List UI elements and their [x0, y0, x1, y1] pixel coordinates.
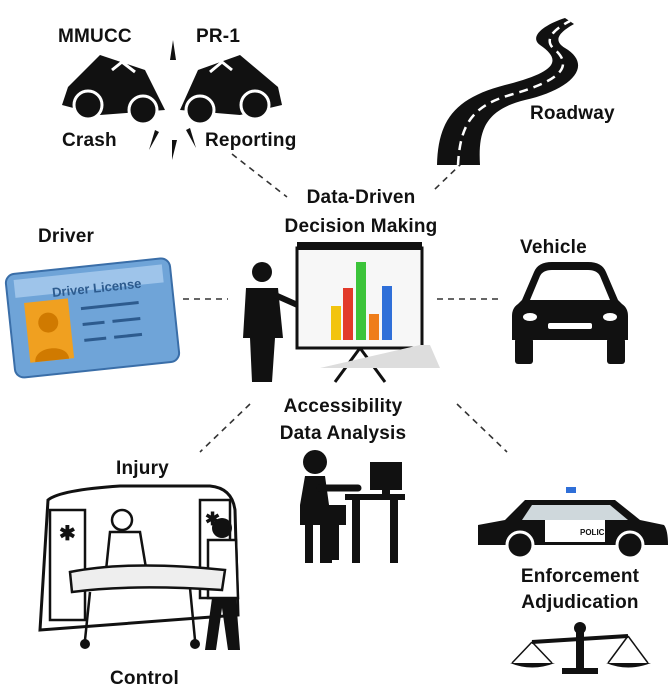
- mmucc-label: MMUCC: [58, 26, 132, 47]
- crash-label: Crash: [62, 130, 117, 151]
- driver-license-icon: Driver License: [4, 257, 181, 379]
- svg-text:✱: ✱: [59, 523, 76, 545]
- pr1-label: PR-1: [196, 26, 241, 47]
- presenter-chart-icon: [243, 242, 440, 383]
- road-icon: [437, 18, 579, 166]
- police-car-icon: POLICE: [478, 487, 668, 560]
- accessibility-label: Accessibility: [283, 396, 403, 417]
- decision-making-label: Decision Making: [284, 216, 438, 237]
- computer-user-icon: [300, 450, 405, 563]
- adjudication-label: Adjudication: [521, 592, 639, 613]
- ambulance-icon: ✱ ✱: [38, 484, 240, 650]
- reporting-label: Reporting: [205, 130, 297, 151]
- driver-label: Driver: [38, 226, 95, 247]
- vehicle-label: Vehicle: [520, 237, 587, 258]
- data-analysis-label: Data Analysis: [279, 423, 407, 444]
- car-icon: [512, 262, 628, 364]
- connector-injury: [199, 403, 251, 453]
- scales-icon: [510, 622, 651, 674]
- connector-crash: [231, 153, 288, 198]
- crash-icon: [62, 40, 282, 160]
- data-driven-label: Data-Driven: [306, 187, 416, 208]
- connector-roadway: [433, 161, 464, 191]
- police-car-text: POLICE: [580, 528, 610, 537]
- injury-label: Injury: [116, 458, 169, 479]
- roadway-label: Roadway: [530, 103, 615, 124]
- enforcement-label: Enforcement: [520, 566, 640, 587]
- connector-enforcement: [456, 403, 508, 453]
- control-label: Control: [110, 668, 179, 689]
